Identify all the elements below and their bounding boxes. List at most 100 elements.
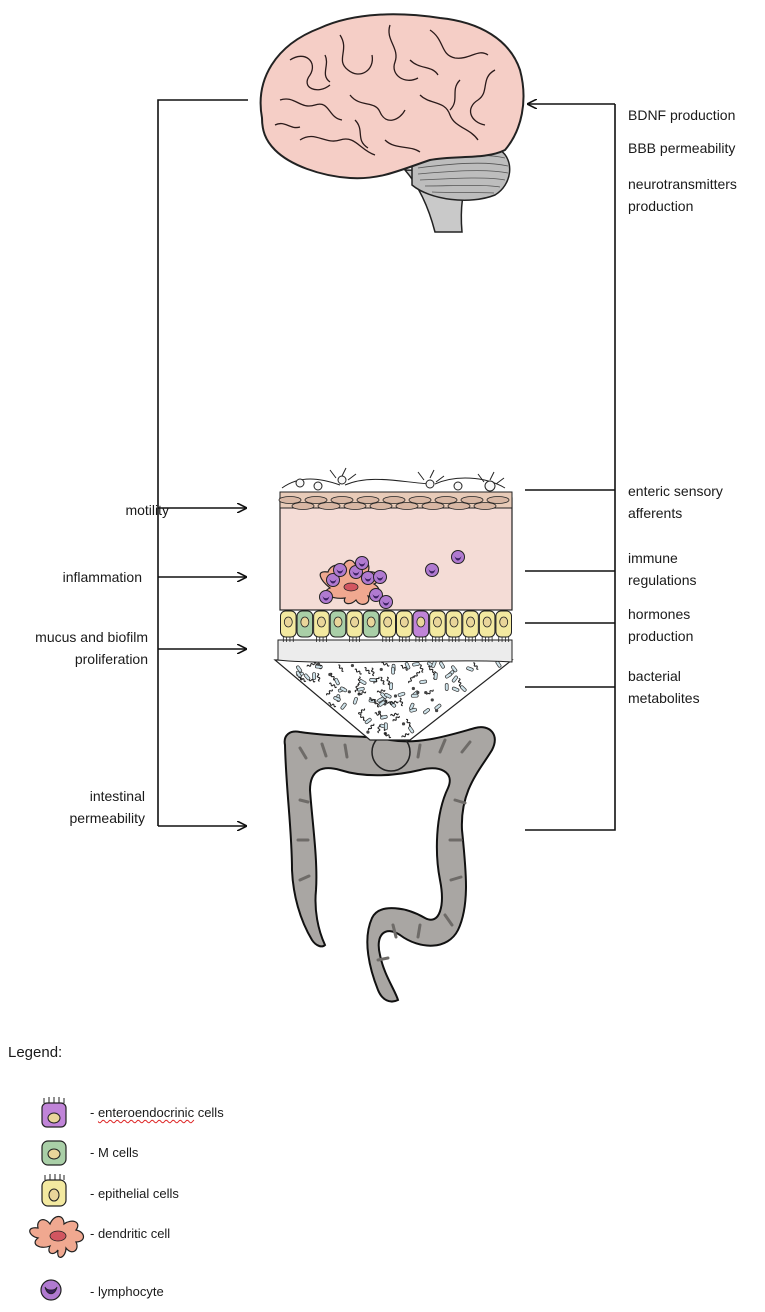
bacterium bbox=[400, 664, 409, 671]
lymphocytes-tissue bbox=[319, 550, 465, 609]
label-bacterial-metabolites: bacterial metabolites bbox=[628, 665, 700, 709]
bacterium bbox=[445, 672, 453, 679]
m-cell bbox=[362, 610, 380, 638]
m-cell bbox=[296, 610, 314, 638]
bacterium bbox=[296, 665, 303, 673]
lymphocyte bbox=[425, 563, 439, 577]
muscle-cell bbox=[304, 496, 328, 504]
bacterium bbox=[377, 710, 382, 714]
label-line: production bbox=[628, 198, 694, 214]
bacterium bbox=[444, 683, 449, 691]
bacterium bbox=[389, 682, 394, 691]
bacterium bbox=[340, 702, 347, 710]
bacterium bbox=[391, 666, 395, 675]
bacterium bbox=[389, 700, 399, 705]
m-cell bbox=[329, 610, 347, 638]
bacterium bbox=[412, 662, 420, 667]
bacterium bbox=[354, 668, 362, 675]
legend-title: Legend: bbox=[8, 1044, 63, 1061]
legend-dash: - bbox=[90, 1105, 98, 1120]
legend-lymphocyte-icon bbox=[40, 1279, 62, 1301]
epithelial-cell bbox=[445, 610, 463, 642]
muscle-cell bbox=[460, 496, 484, 504]
bacterium bbox=[384, 692, 392, 699]
bacterium bbox=[423, 708, 430, 715]
epithelial-cell bbox=[478, 610, 496, 642]
enteroendocrine-cell bbox=[412, 610, 430, 642]
bacterium bbox=[306, 663, 315, 667]
muscle-cell bbox=[343, 502, 367, 510]
lymphocyte bbox=[369, 588, 383, 602]
label-bbb-permeability: BBB permeability bbox=[628, 140, 736, 156]
colon-haustra bbox=[296, 738, 472, 962]
bacterium bbox=[416, 690, 420, 695]
bacterium bbox=[426, 689, 434, 695]
bacterium bbox=[384, 700, 393, 705]
smooth-muscle-cells bbox=[278, 496, 510, 510]
label-line: bacterial bbox=[628, 668, 681, 684]
bacterium bbox=[419, 664, 424, 673]
epithelial-cell bbox=[396, 610, 413, 642]
label-bdnf-production: BDNF production bbox=[628, 107, 736, 123]
bacterium bbox=[408, 675, 414, 684]
label-neurotransmitters-production: neurotransmitters production bbox=[628, 173, 737, 217]
muscle-cell bbox=[447, 502, 471, 510]
bacterium bbox=[428, 666, 435, 673]
bacterium bbox=[381, 661, 390, 667]
label-line: metabolites bbox=[628, 690, 700, 706]
bacterium bbox=[347, 690, 351, 694]
label-line: production bbox=[628, 628, 694, 644]
epithelial-cell bbox=[313, 610, 330, 642]
brain-illustration bbox=[259, 13, 525, 233]
bacterium bbox=[411, 686, 415, 691]
label-line: enteric sensory bbox=[628, 483, 723, 499]
label-mucus-biofilm: mucus and biofilm proliferation bbox=[35, 626, 148, 670]
legend-enteroendocrine-text: - enteroendocrinic cells bbox=[90, 1104, 224, 1122]
label-intestinal-permeability: intestinal permeability bbox=[70, 785, 145, 829]
bacterium bbox=[473, 662, 479, 670]
bacteria bbox=[295, 660, 502, 739]
legend-lymphocyte-text: - lymphocyte bbox=[90, 1284, 164, 1299]
bacterium bbox=[374, 712, 383, 717]
bacterium bbox=[328, 672, 332, 677]
bacterium bbox=[358, 708, 366, 715]
bacterium bbox=[451, 675, 458, 683]
bacterium bbox=[386, 676, 391, 686]
bacterium bbox=[316, 662, 321, 666]
lymphocyte bbox=[379, 595, 393, 609]
muscle-cell bbox=[434, 496, 458, 504]
lymphocyte bbox=[319, 590, 333, 604]
left-bracket bbox=[157, 99, 248, 826]
bacterium bbox=[457, 677, 462, 687]
bacterium bbox=[359, 679, 367, 685]
bacterium bbox=[383, 732, 392, 739]
legend-dendritic-text: - dendritic cell bbox=[90, 1226, 171, 1241]
muscle-cell bbox=[408, 496, 432, 504]
label-line: proliferation bbox=[74, 651, 148, 667]
mucus-layer bbox=[277, 639, 513, 663]
bacterium bbox=[397, 691, 406, 697]
bacterium bbox=[393, 694, 398, 698]
bacterium bbox=[368, 697, 377, 703]
lymphocyte bbox=[361, 571, 375, 585]
right-bracket bbox=[525, 104, 616, 831]
bacterium bbox=[316, 673, 321, 682]
bacterium bbox=[410, 693, 419, 698]
bacterium bbox=[380, 676, 385, 685]
gut-wall-section bbox=[273, 467, 514, 741]
label-immune-regulations: immune regulations bbox=[628, 547, 697, 591]
bacterium bbox=[326, 689, 333, 696]
bacterium bbox=[401, 733, 410, 738]
muscle-cell bbox=[317, 502, 341, 510]
brain-gyri bbox=[274, 24, 496, 156]
bacterium bbox=[439, 661, 445, 669]
bacterium bbox=[357, 691, 367, 695]
label-inflammation: inflammation bbox=[62, 569, 142, 585]
epithelial-cell bbox=[462, 610, 479, 642]
lymphocyte bbox=[333, 563, 347, 577]
bacterium bbox=[390, 712, 399, 717]
bacterium bbox=[364, 667, 371, 674]
bacterium bbox=[424, 690, 428, 695]
bacterium bbox=[328, 702, 337, 708]
